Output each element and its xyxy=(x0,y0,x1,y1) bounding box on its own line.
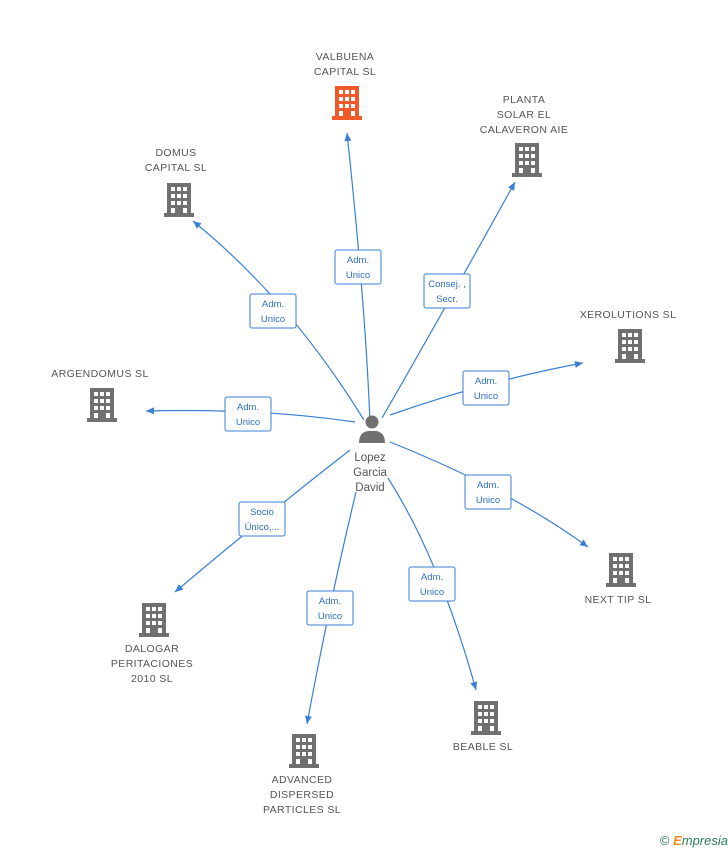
edges-layer xyxy=(145,132,589,725)
company-node-xerolutions[interactable]: XEROLUTIONS SL xyxy=(580,309,677,363)
arrowhead-beable xyxy=(470,681,478,690)
company-name-line: DOMUS xyxy=(155,147,196,159)
role-box xyxy=(423,273,471,309)
company-name-line: CAPITAL SL xyxy=(314,66,376,78)
building-icon xyxy=(87,388,117,422)
role-text: Unico xyxy=(318,611,342,622)
company-name-line: NEXT TIP SL xyxy=(585,594,652,606)
company-name-line: PARTICLES SL xyxy=(263,804,341,816)
company-name-line: CAPITAL SL xyxy=(145,162,207,174)
building-icon xyxy=(471,701,501,735)
brand-name: mpresia xyxy=(681,833,728,848)
role-text: Adm. xyxy=(421,572,443,583)
company-name-line: XEROLUTIONS SL xyxy=(580,309,677,321)
role-text: Adm. xyxy=(477,480,499,491)
role-box xyxy=(224,396,272,432)
company-node-domus[interactable]: DOMUS CAPITAL SL xyxy=(145,147,207,217)
arrowhead-nexttip xyxy=(579,539,588,547)
role-box xyxy=(306,590,354,626)
role-badge-planta[interactable]: Consej. , Secr. xyxy=(423,273,471,309)
company-name-line: SOLAR EL xyxy=(497,109,552,121)
building-icon xyxy=(606,553,636,587)
role-text: Unico xyxy=(346,270,370,281)
role-box xyxy=(238,501,286,537)
company-node-planta[interactable]: PLANTA SOLAR EL CALAVERON AIE xyxy=(480,94,568,177)
role-text: Adm. xyxy=(347,255,369,266)
company-name-line: ARGENDOMUS SL xyxy=(51,368,148,380)
company-name-line: ADVANCED xyxy=(272,774,333,786)
company-node-dalogar[interactable]: DALOGAR PERITACIONES 2010 SL xyxy=(111,603,193,685)
role-text: Adm. xyxy=(262,299,284,310)
role-text: Consej. , xyxy=(428,279,466,290)
role-badge-domus[interactable]: Adm. Unico xyxy=(249,293,297,329)
role-badge-advanced[interactable]: Adm. Unico xyxy=(306,590,354,626)
person-name-line: Lopez xyxy=(354,452,386,464)
copyright-symbol: © xyxy=(659,833,670,848)
role-text: Adm. xyxy=(475,376,497,387)
role-box xyxy=(464,474,512,510)
building-icon xyxy=(139,603,169,637)
arrowhead-planta xyxy=(508,182,515,191)
company-node-advanced[interactable]: ADVANCED DISPERSED PARTICLES SL xyxy=(263,734,341,816)
arrowhead-xerolutions xyxy=(574,360,583,368)
company-name-line: PLANTA xyxy=(503,94,545,106)
role-text: Unico xyxy=(476,495,500,506)
role-box xyxy=(462,370,510,406)
role-badge-valbuena[interactable]: Adm. Unico xyxy=(334,249,382,285)
company-name-line: DALOGAR xyxy=(125,643,179,655)
company-name-line: BEABLE SL xyxy=(453,741,513,753)
arrowhead-domus xyxy=(193,221,202,229)
role-badge-argendomus[interactable]: Adm. Unico xyxy=(224,396,272,432)
role-badge-xerolutions[interactable]: Adm. Unico xyxy=(462,370,510,406)
arrowhead-argendomus xyxy=(146,407,155,415)
role-text: Unico xyxy=(236,417,260,428)
person-icon xyxy=(359,415,385,443)
building-icon xyxy=(512,143,542,177)
role-text: Socio xyxy=(250,507,274,518)
role-text: Adm. xyxy=(237,402,259,413)
nodes-layer: VALBUENA CAPITAL SL PLANTA SOLAR EL CALAVERO… xyxy=(51,51,676,816)
building-icon xyxy=(332,86,362,120)
role-text: Unico xyxy=(474,391,498,402)
role-box xyxy=(334,249,382,285)
company-name-line: PERITACIONES xyxy=(111,658,193,670)
footer-brand: © Empresia xyxy=(660,833,728,848)
role-box xyxy=(249,293,297,329)
role-box xyxy=(408,566,456,602)
building-icon xyxy=(615,329,645,363)
company-node-nexttip[interactable]: NEXT TIP SL xyxy=(585,553,652,606)
company-name-line: 2010 SL xyxy=(131,673,173,685)
company-node-valbuena[interactable]: VALBUENA CAPITAL SL xyxy=(314,51,376,120)
person-name-line: Garcia xyxy=(353,467,387,479)
building-icon xyxy=(164,183,194,217)
role-badge-beable[interactable]: Adm. Unico xyxy=(408,566,456,602)
arrowhead-advanced xyxy=(305,715,312,724)
arrowhead-dalogar xyxy=(175,584,184,592)
role-badge-dalogar[interactable]: SocioÚnico,... xyxy=(238,501,286,537)
arrowhead-valbuena xyxy=(344,133,352,142)
company-node-argendomus[interactable]: ARGENDOMUS SL xyxy=(51,368,148,422)
role-badge-nexttip[interactable]: Adm. Unico xyxy=(464,474,512,510)
edge-valbuena xyxy=(346,132,371,423)
company-name-line: CALAVERON AIE xyxy=(480,124,568,136)
role-text: Unico xyxy=(420,587,444,598)
role-text: Unico xyxy=(261,314,285,325)
role-text: Adm. xyxy=(319,596,341,607)
company-name-line: VALBUENA xyxy=(316,51,374,63)
company-node-beable[interactable]: BEABLE SL xyxy=(453,701,513,753)
role-text: Único,... xyxy=(245,522,280,533)
person-name-line: David xyxy=(355,482,384,494)
brand-initial: E xyxy=(673,833,682,848)
building-icon xyxy=(289,734,319,768)
role-text: Secr. xyxy=(436,294,458,305)
company-name-line: DISPERSED xyxy=(270,789,334,801)
